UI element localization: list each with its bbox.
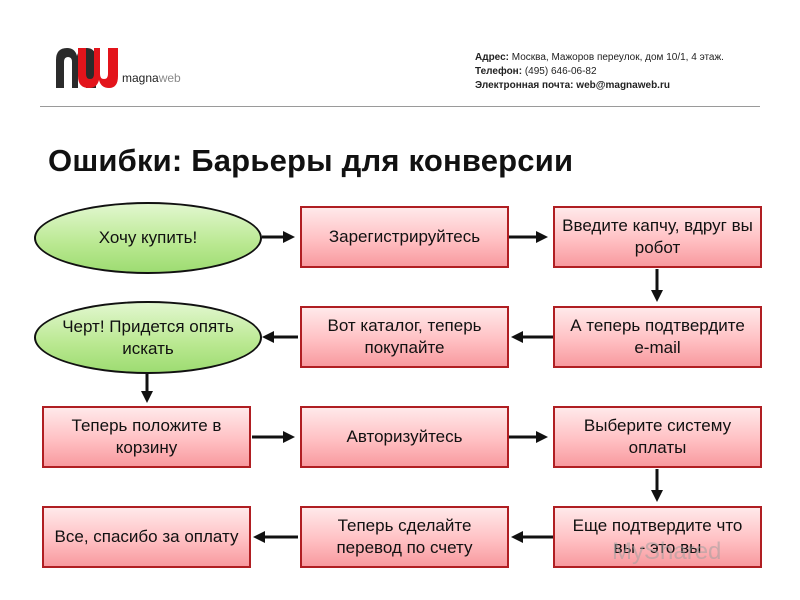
node-add-to-cart: Теперь положите в корзину [42, 406, 251, 468]
node-captcha: Введите капчу, вдруг вы робот [553, 206, 762, 268]
header-divider [40, 106, 760, 107]
node-thanks: Все, спасибо за оплату [42, 506, 251, 568]
node-authorize: Авторизуйтесь [300, 406, 509, 468]
node-search-again: Черт! Придется опять искать [34, 301, 262, 374]
logo-mw-icon [56, 48, 118, 88]
node-confirm-identity: Еще подтвердите что вы - это вы [553, 506, 762, 568]
node-transfer: Теперь сделайте перевод по счету [300, 506, 509, 568]
node-confirm-email: А теперь подтвердите e-mail [553, 306, 762, 368]
page-title: Ошибки: Барьеры для конверсии [48, 143, 574, 178]
phone-line: Телефон: (495) 646-06-82 [475, 66, 597, 77]
contact-info: Адрес: Москва, Мажоров переулок, дом 10/… [475, 51, 724, 93]
magnaweb-logo: magnaweb [52, 44, 192, 90]
email-line: Электронная почта: web@magnaweb.ru [475, 80, 670, 91]
node-register: Зарегистрируйтесь [300, 206, 509, 268]
address-line: Адрес: Москва, Мажоров переулок, дом 10/… [475, 52, 724, 63]
node-catalog: Вот каталог, теперь покупайте [300, 306, 509, 368]
watermark: MyShared [612, 538, 722, 565]
node-want-to-buy: Хочу купить! [34, 202, 262, 274]
logo-wordmark: magnaweb [122, 71, 181, 85]
node-payment-system: Выберите систему оплаты [553, 406, 762, 468]
